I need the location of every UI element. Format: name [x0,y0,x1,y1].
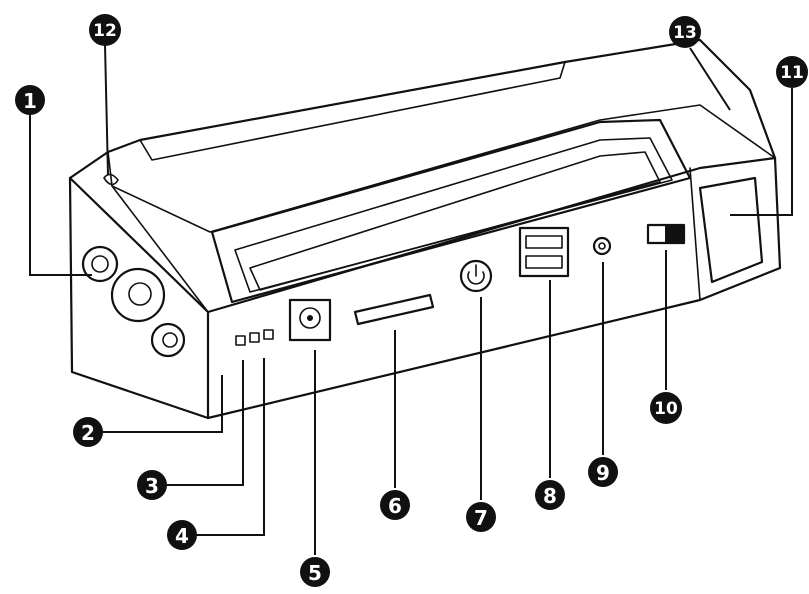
port-small-1-inner [91,255,109,273]
callout-4-label: 4 [175,524,189,548]
callout-1-label: 1 [23,89,37,113]
callout-3-label: 3 [145,474,159,498]
callout-4: 4 [167,520,197,550]
callout-badges: 1 2 3 4 5 6 7 8 [15,14,808,587]
callout-8-label: 8 [543,484,557,508]
top-ridge [139,61,566,161]
callout-8: 8 [535,480,565,510]
callout-3: 3 [137,470,167,500]
callout-13-label: 13 [673,23,697,43]
port-large-inner [128,282,152,306]
switch [646,223,686,245]
callout-5: 5 [300,557,330,587]
dc-jack-pin [307,315,313,321]
callout-9: 9 [588,457,618,487]
callout-7: 7 [466,502,496,532]
usb-port-2 [525,255,563,269]
usb-ports [518,226,570,278]
handle-groove-outer [210,118,692,304]
card-slot [353,293,435,326]
left-face-edge [107,151,209,313]
leader-11 [730,88,793,216]
power-button-ring [459,259,493,293]
left-end-face [68,176,210,420]
leader-4 [190,358,265,536]
lens-housing [698,176,764,284]
dc-input-jack [288,298,332,342]
dc-jack-housing [288,298,332,342]
callout-6-label: 6 [388,494,402,518]
led-1 [235,335,246,346]
callout-6: 6 [380,490,410,520]
callout-11-label: 11 [780,63,804,83]
callout-9-label: 9 [596,461,610,485]
callout-1: 1 [15,85,45,115]
front-face [206,156,782,420]
callout-2: 2 [73,417,103,447]
callout-10-label: 10 [654,399,678,419]
callout-5-label: 5 [308,561,322,585]
right-end-cap [689,167,701,301]
front-face-top-edge [111,104,776,233]
dc-jack-ring [299,307,321,329]
small-jack-ring [592,236,612,256]
small-jack [592,236,612,256]
power-button [459,259,493,293]
small-jack-inner [598,242,606,250]
flashlight-lens [698,176,764,284]
switch-slider [665,225,684,243]
port-small-1 [81,245,119,283]
callout-2-label: 2 [81,421,95,445]
power-icon [467,271,485,285]
leader-1 [29,112,92,276]
port-large [110,267,166,323]
leader-3 [160,360,244,486]
leader-13 [689,47,731,111]
callout-7-label: 7 [474,506,488,530]
leader-2 [95,375,223,433]
led-2 [249,332,260,343]
port-small-2 [150,322,186,358]
led-3 [263,329,274,340]
usb-port-1 [525,235,563,249]
callout-12-label: 12 [93,21,117,41]
callout-11: 11 [776,56,808,88]
callout-13: 13 [669,16,701,48]
device-body [68,38,782,420]
leader-lines [29,44,793,555]
card-slot-shape [353,293,435,326]
handle-groove-inner [234,137,673,293]
callout-12: 12 [89,14,121,46]
handle-groove-inner-2 [249,151,661,291]
usb-housing [518,226,570,278]
callout-10: 10 [650,392,682,424]
left-face-ports [81,245,186,358]
leader-12 [104,44,109,176]
indicator-leds [235,329,274,346]
port-small-2-inner [162,332,178,348]
